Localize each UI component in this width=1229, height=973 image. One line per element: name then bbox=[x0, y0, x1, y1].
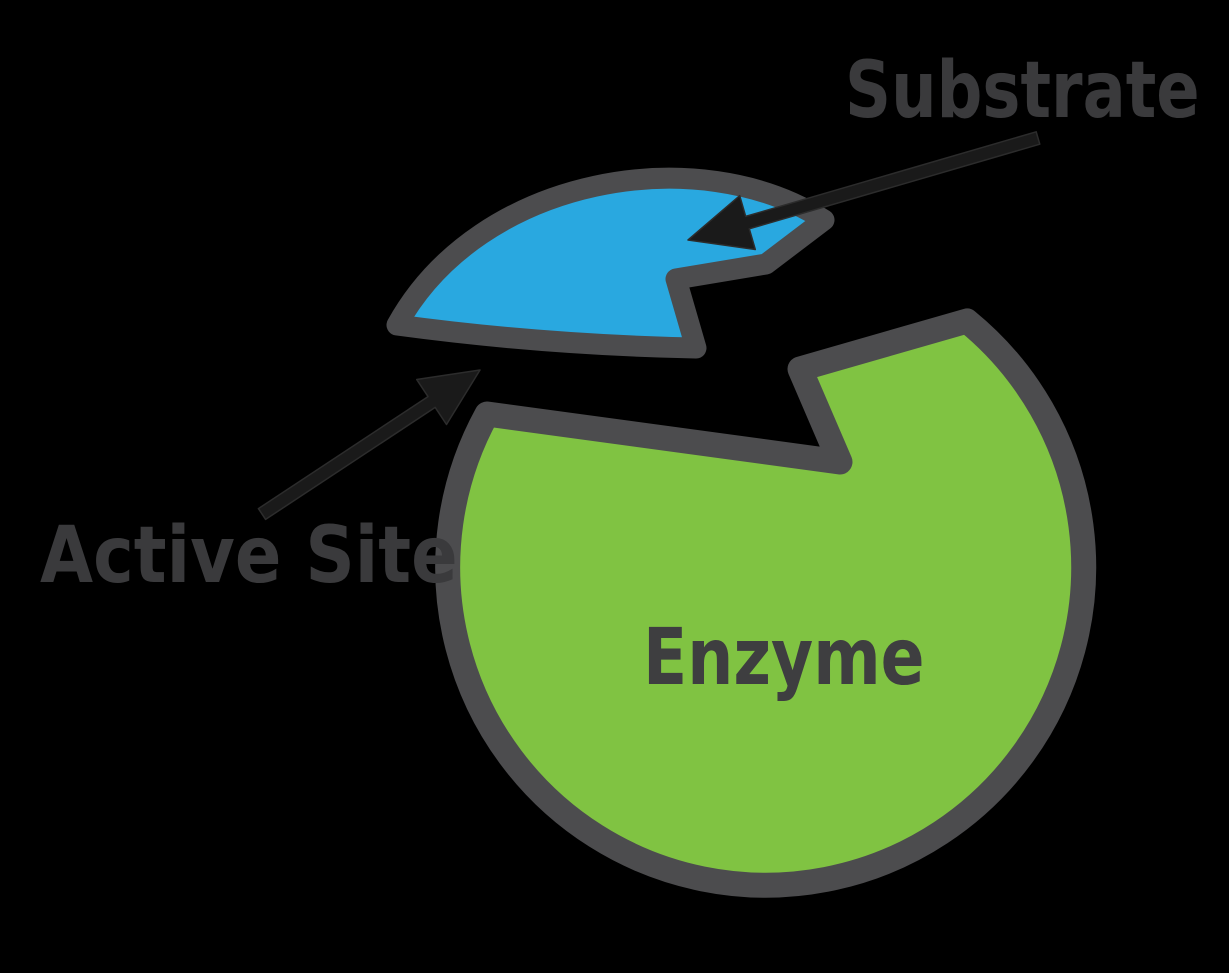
enzyme-label: Enzyme bbox=[643, 613, 925, 703]
substrate-label: Substrate bbox=[845, 46, 1200, 136]
substrate-shape bbox=[386, 167, 835, 359]
active-site-arrow bbox=[257, 369, 481, 521]
substrate-arrow bbox=[687, 131, 1041, 251]
active-site-label: Active Site bbox=[40, 511, 458, 601]
enzyme-shape bbox=[435, 308, 1097, 898]
